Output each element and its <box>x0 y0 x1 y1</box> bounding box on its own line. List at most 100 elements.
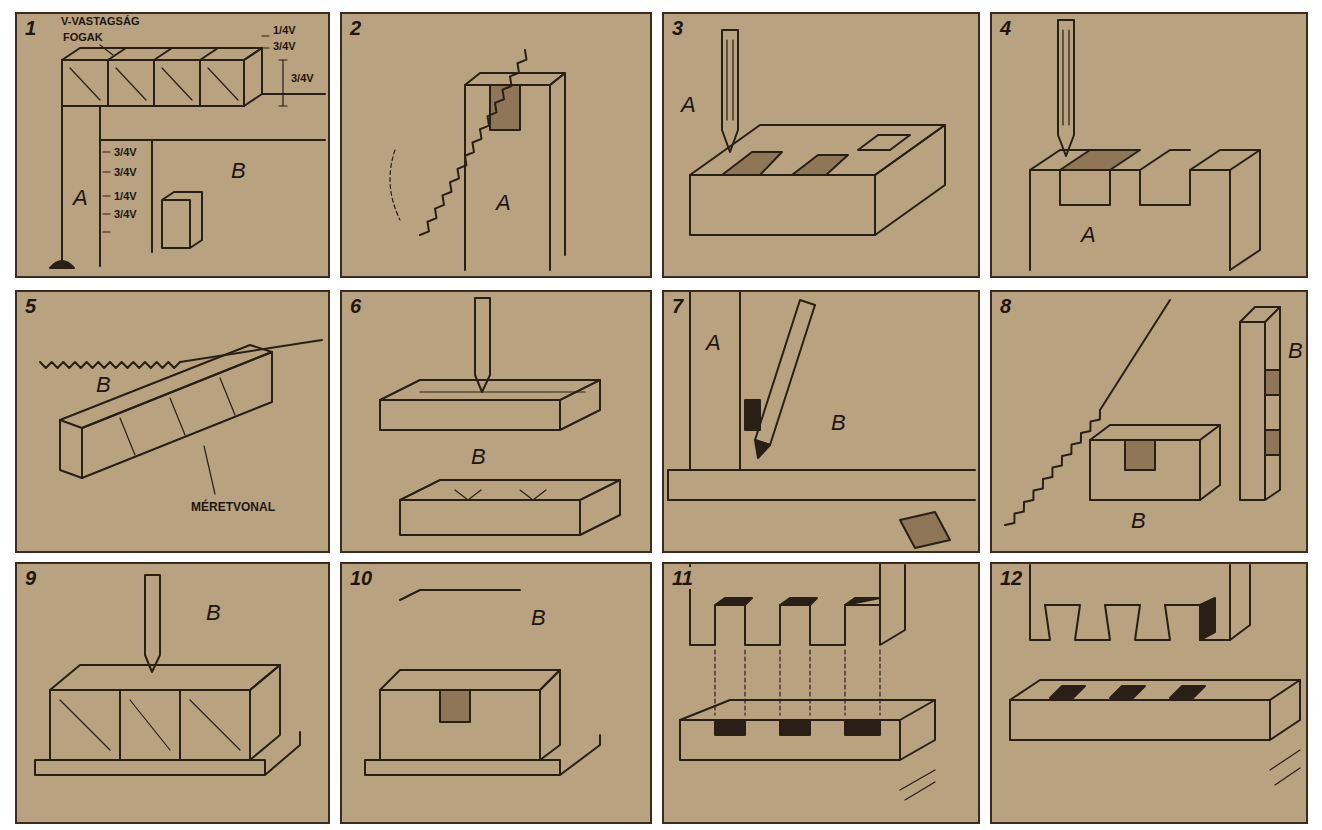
dimension-label: 3/4V <box>113 146 138 158</box>
board-sketch <box>244 48 262 106</box>
chiselling-sketch <box>690 175 875 235</box>
step-number: 10 <box>348 567 374 589</box>
part-letter: A <box>705 330 722 356</box>
dimension-label: 3/4V <box>113 166 138 178</box>
sawing-sketch <box>465 85 550 270</box>
step-panel: 9 <box>15 562 330 824</box>
panel-ground <box>662 290 980 553</box>
sawing-sketch <box>550 73 565 255</box>
marking-sketch <box>82 352 272 478</box>
dimension-label: FOGAK <box>62 31 104 43</box>
part-letter: B <box>230 158 247 184</box>
panel-ground <box>990 290 1308 553</box>
marking-sketch <box>668 470 975 500</box>
chiselling-sketch <box>1030 20 1260 270</box>
chiselling-sketch <box>540 670 560 760</box>
chiselling-sketch <box>690 30 945 235</box>
joint-sketch <box>715 720 880 735</box>
marking-sketch <box>180 340 322 362</box>
part-letter: B <box>205 600 222 626</box>
board-sketch <box>262 36 269 48</box>
chiselling-sketch <box>1058 20 1074 156</box>
panel-ground <box>15 290 330 553</box>
joint-sketch <box>1010 565 1300 785</box>
line-label: MÉRETVONAL <box>190 500 276 514</box>
step-panel: 8 <box>990 290 1308 553</box>
chiselling-sketch <box>250 665 280 760</box>
marking-sketch <box>900 512 950 548</box>
chiselling-sketch <box>380 298 620 535</box>
chiselling-sketch <box>420 391 585 392</box>
sawing-sketch <box>1100 300 1170 410</box>
board-sketch <box>162 192 202 248</box>
sawing-sketch <box>1240 307 1280 322</box>
joint-sketch <box>1010 680 1300 740</box>
part-letter: A <box>72 185 89 211</box>
chiselling-sketch <box>145 575 160 672</box>
board-sketch <box>50 36 325 268</box>
chiselling-sketch <box>1030 150 1260 170</box>
part-letter: B <box>830 410 847 436</box>
marking-sketch <box>745 400 760 430</box>
chiselling-sketch <box>380 690 540 760</box>
part-letter: A <box>1080 222 1097 248</box>
step-number: 12 <box>998 567 1024 589</box>
board-sketch <box>100 94 325 140</box>
chiselling-sketch <box>722 30 738 152</box>
step-number: 8 <box>998 295 1013 317</box>
step-number: 2 <box>348 17 363 39</box>
chiselling-sketch <box>1060 150 1140 170</box>
marking-sketch <box>755 300 815 445</box>
board-sketch <box>62 106 100 266</box>
dimension-label: 3/4V <box>272 40 297 52</box>
joint-sketch <box>1200 598 1215 640</box>
panel-ground <box>15 562 330 824</box>
chiselling-sketch <box>60 700 240 750</box>
joint-sketch <box>880 565 905 645</box>
chiselling-sketch <box>400 590 520 600</box>
chiselling-sketch <box>380 670 560 690</box>
marking-sketch <box>204 446 215 494</box>
board-sketch <box>108 48 218 60</box>
marking-sketch <box>40 362 180 368</box>
part-letter: B <box>470 444 487 470</box>
part-letter: B <box>1287 338 1304 364</box>
panel-ground <box>990 562 1308 824</box>
joint-sketch <box>1010 680 1300 700</box>
joint-sketch <box>715 650 880 715</box>
chiselling-sketch <box>400 480 620 535</box>
dimension-label: 1/4V <box>113 190 138 202</box>
part-letter: B <box>1130 508 1147 534</box>
chiselling-sketch <box>792 155 848 175</box>
part-letter: A <box>680 92 697 118</box>
step-panel: 10 <box>340 562 652 824</box>
step-number: 11 <box>670 567 695 589</box>
sawing-sketch <box>1265 370 1280 455</box>
chiselling-sketch <box>365 735 600 775</box>
chiselling-sketch <box>380 380 600 400</box>
part-letter: B <box>95 372 112 398</box>
panel-ground <box>340 290 652 553</box>
step-number: 6 <box>348 295 363 317</box>
step-number: 5 <box>23 295 38 317</box>
step-panel: 11 <box>662 562 980 824</box>
joint-sketch <box>1030 565 1230 640</box>
board-sketch <box>279 60 287 106</box>
dimension-label: V-VASTAGSÁG <box>60 15 140 27</box>
joint-sketch <box>680 700 935 720</box>
chiselling-sketch <box>400 480 620 500</box>
joint-sketch <box>1230 565 1250 640</box>
chiselling-sketch <box>727 40 733 120</box>
step-number: 7 <box>670 295 685 317</box>
chiselling-sketch <box>875 125 945 235</box>
step-panel: 12 <box>990 562 1308 824</box>
chiselling-sketch <box>1230 150 1260 270</box>
board-sketch <box>62 48 262 60</box>
chiselling-sketch <box>380 380 600 430</box>
chiselling-sketch <box>35 732 300 775</box>
joint-sketch <box>680 565 935 800</box>
sawing-sketch <box>420 50 526 235</box>
board-sketch <box>108 60 200 106</box>
step-panel: 4 <box>990 12 1308 278</box>
